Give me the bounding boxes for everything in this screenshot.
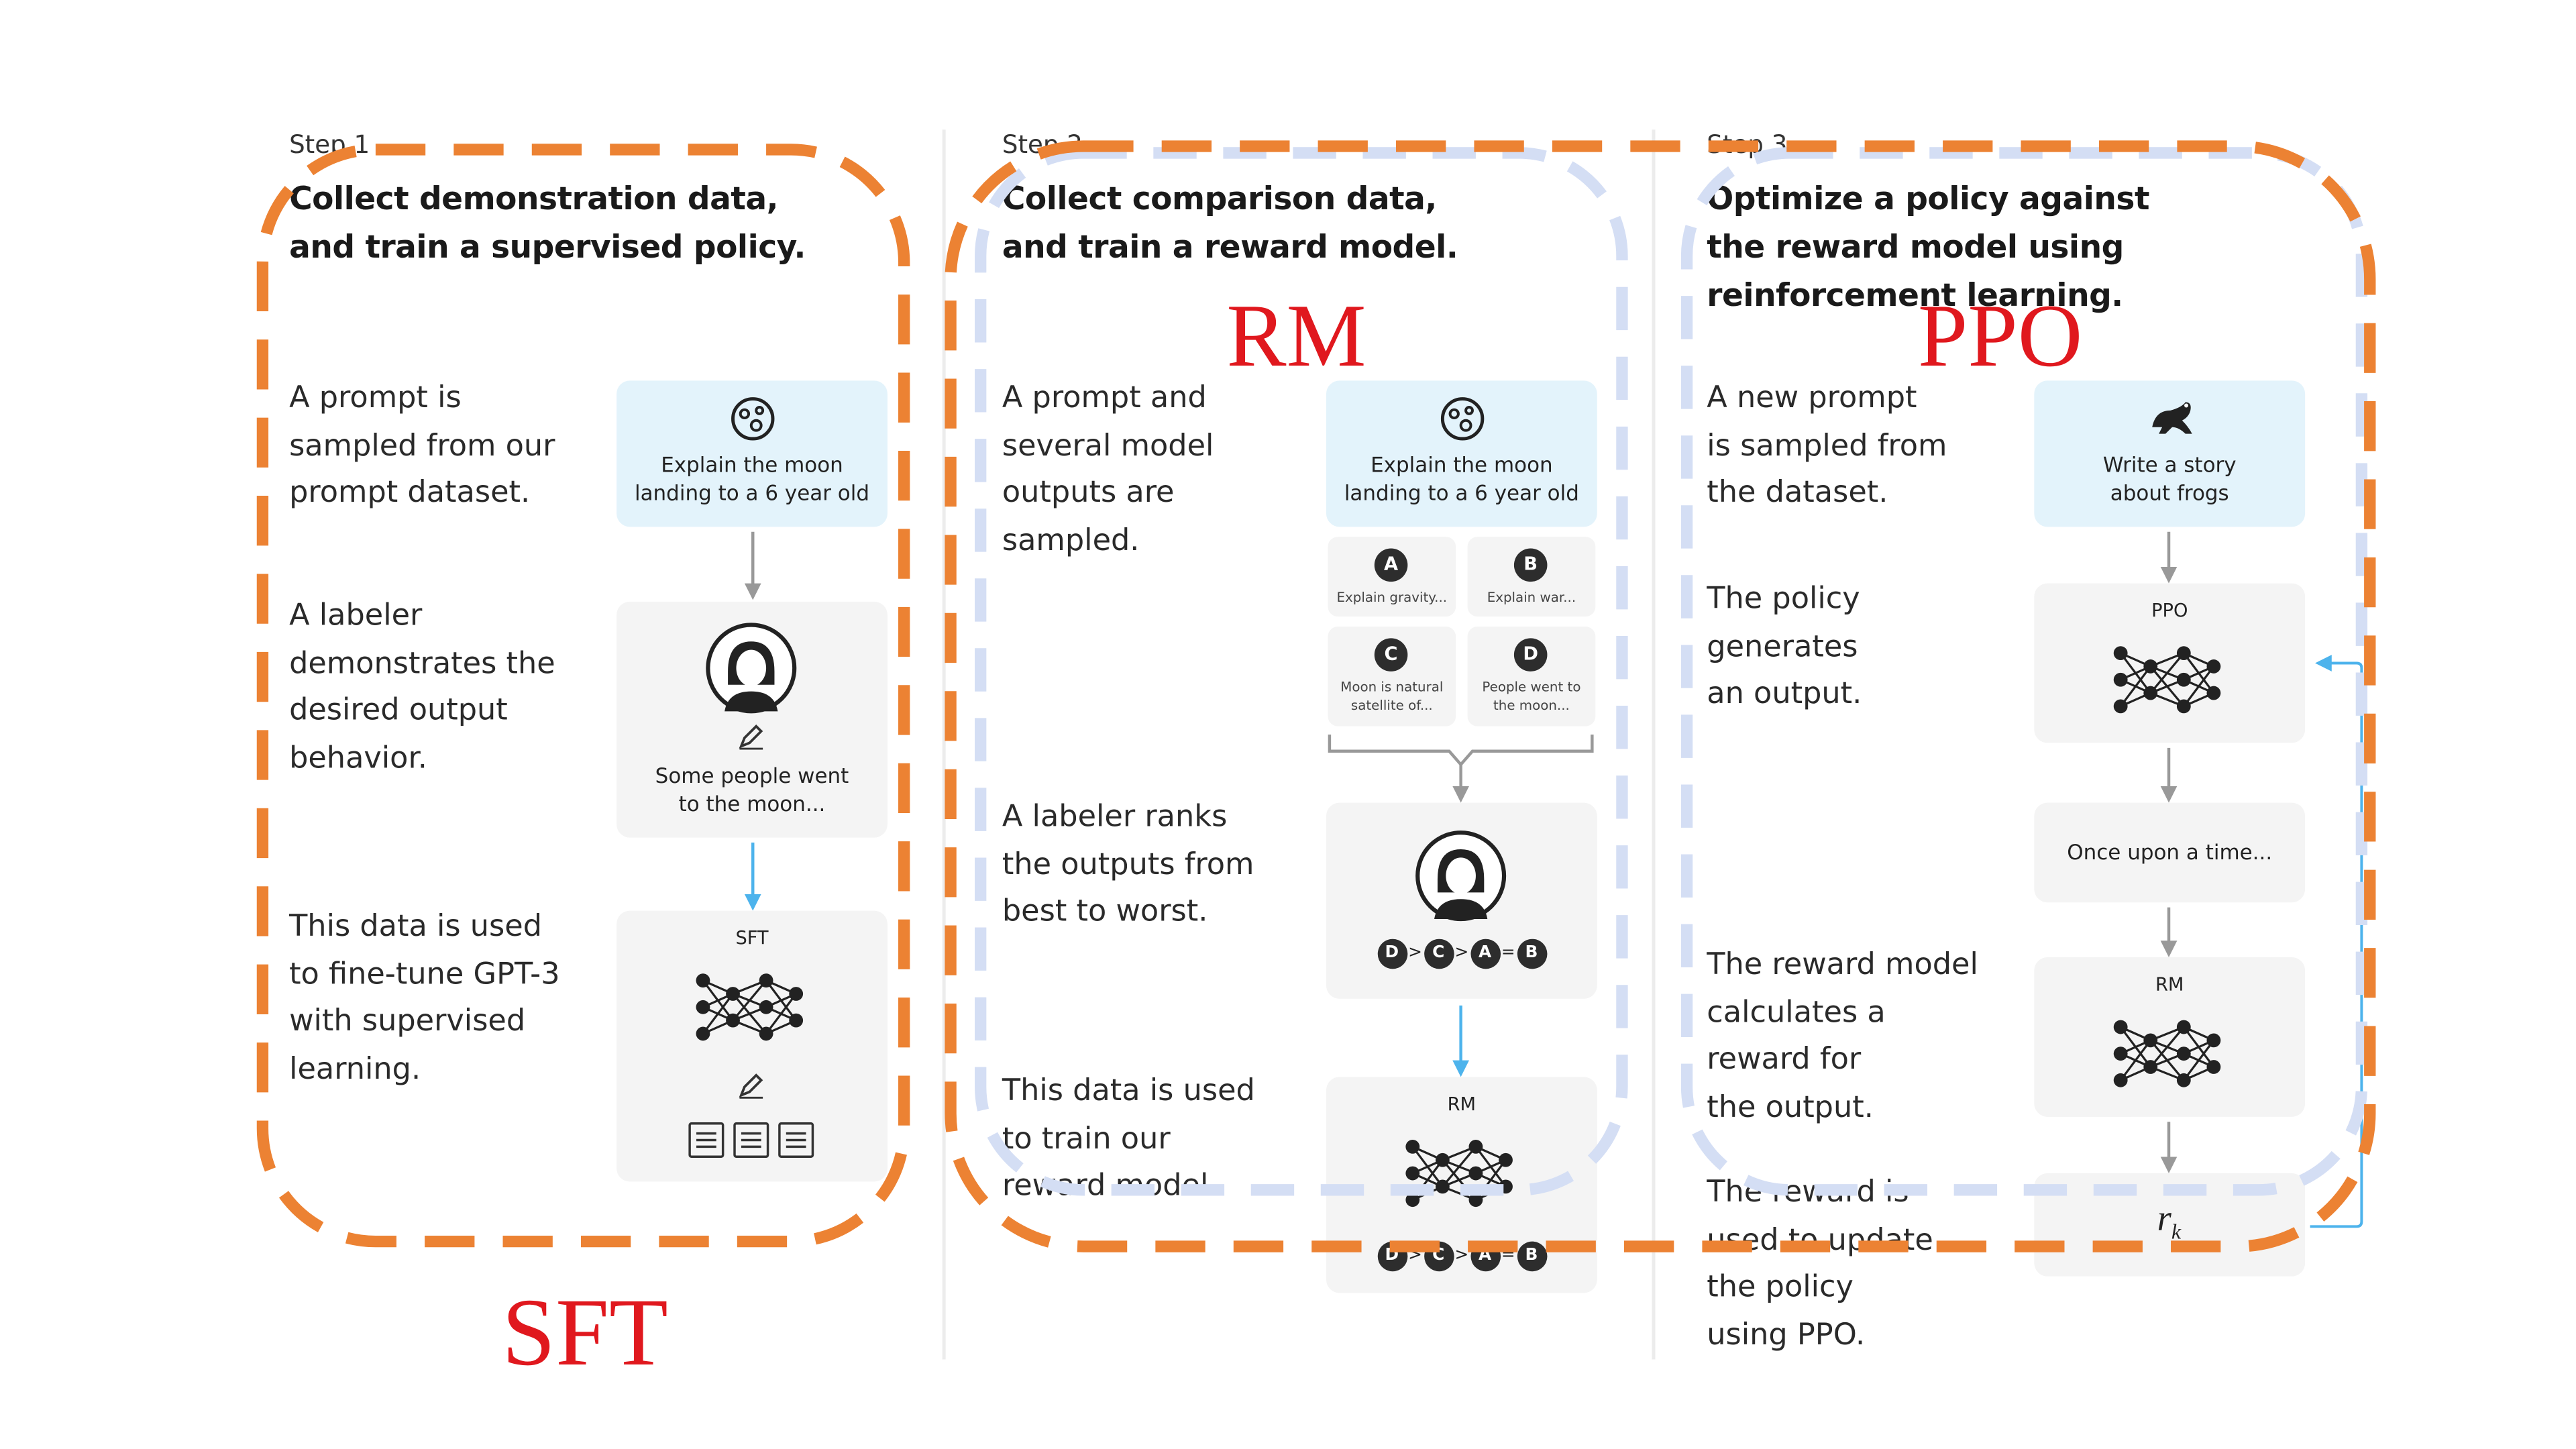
pencil-icon — [739, 1073, 763, 1099]
output-letter-badge: D — [1513, 638, 1548, 672]
neural-network-icon — [2113, 646, 2221, 714]
step-description: A prompt is sampled from our prompt data… — [289, 380, 555, 511]
model-label: PPO — [2151, 600, 2188, 622]
column-divider — [1652, 129, 1655, 1360]
demonstration-card: Some people went to the moon... — [616, 601, 888, 838]
model-output-c: C Moon is natural satellite of... — [1328, 626, 1456, 727]
model-label: SFT — [735, 927, 769, 949]
step-description: This data is used to train our reward mo… — [1002, 1073, 1255, 1203]
documents-icon — [688, 1122, 814, 1159]
step-description: A labeler demonstrates the desired outpu… — [289, 598, 555, 775]
column-divider — [942, 129, 945, 1360]
output-letter-badge: C — [1374, 638, 1408, 672]
rm-label: RM — [1226, 286, 1366, 386]
policy-card: PPO — [2034, 583, 2306, 743]
ranking-card: D>C>A=B — [1326, 802, 1597, 999]
step-description: A labeler ranks the outputs from best to… — [1002, 799, 1254, 929]
labeler-avatar-icon — [706, 623, 797, 714]
labeler-avatar-icon — [1415, 830, 1507, 922]
step-description: A prompt and several model outputs are s… — [1002, 380, 1214, 558]
output-letter-badge: B — [1513, 548, 1548, 582]
sft-frame — [256, 144, 910, 1248]
outputs-bracket — [1328, 735, 1594, 767]
neural-network-icon — [2113, 1020, 2221, 1087]
step-description: This data is used to fine-tune GPT-3 wit… — [289, 909, 560, 1086]
step-heading: Optimize a policy against the reward mod… — [1707, 181, 2149, 315]
step-description: The reward model calculates a reward for… — [1707, 947, 1978, 1124]
ranking-sequence: D>C>A=B — [1326, 936, 1597, 969]
model-output-d: D People went to the moon... — [1467, 626, 1596, 727]
step-description: A new prompt is sampled from the dataset… — [1707, 380, 1947, 511]
model-label: RM — [1447, 1093, 1477, 1116]
frog-icon — [2152, 402, 2192, 434]
rm-frame — [974, 147, 1628, 1196]
feedback-arrow — [2310, 655, 2363, 1228]
step-description: The policy generates an output. — [1707, 582, 1862, 712]
prompt-card: Explain the moon landing to a 6 year old — [1326, 380, 1597, 527]
ppo-label: PPO — [1917, 286, 2083, 386]
reward-model-card: RM — [2034, 957, 2306, 1117]
model-output-b: B Explain war... — [1467, 537, 1596, 617]
step-heading: Collect comparison data, and train a rew… — [1002, 181, 1458, 266]
sft-label: SFT — [502, 1278, 668, 1387]
reward-symbol: rk — [2157, 1196, 2182, 1244]
moon-icon — [1440, 397, 1485, 441]
prompt-card: Write a story about frogs — [2034, 380, 2306, 527]
sft-model-card: SFT — [616, 910, 888, 1182]
moon-icon — [731, 397, 775, 441]
step-heading: Collect demonstration data, and train a … — [289, 181, 806, 266]
output-card: Once upon a time... — [2034, 802, 2306, 903]
model-label: RM — [2155, 973, 2184, 996]
neural-network-icon — [696, 973, 804, 1041]
prompt-card: Explain the moon landing to a 6 year old — [616, 380, 888, 527]
ppo-frame — [1680, 147, 2368, 1196]
pencil-icon — [739, 724, 763, 750]
model-output-a: A Explain gravity... — [1328, 537, 1456, 617]
rm-ppo-frame — [945, 140, 2376, 1252]
output-letter-badge: A — [1374, 548, 1408, 582]
